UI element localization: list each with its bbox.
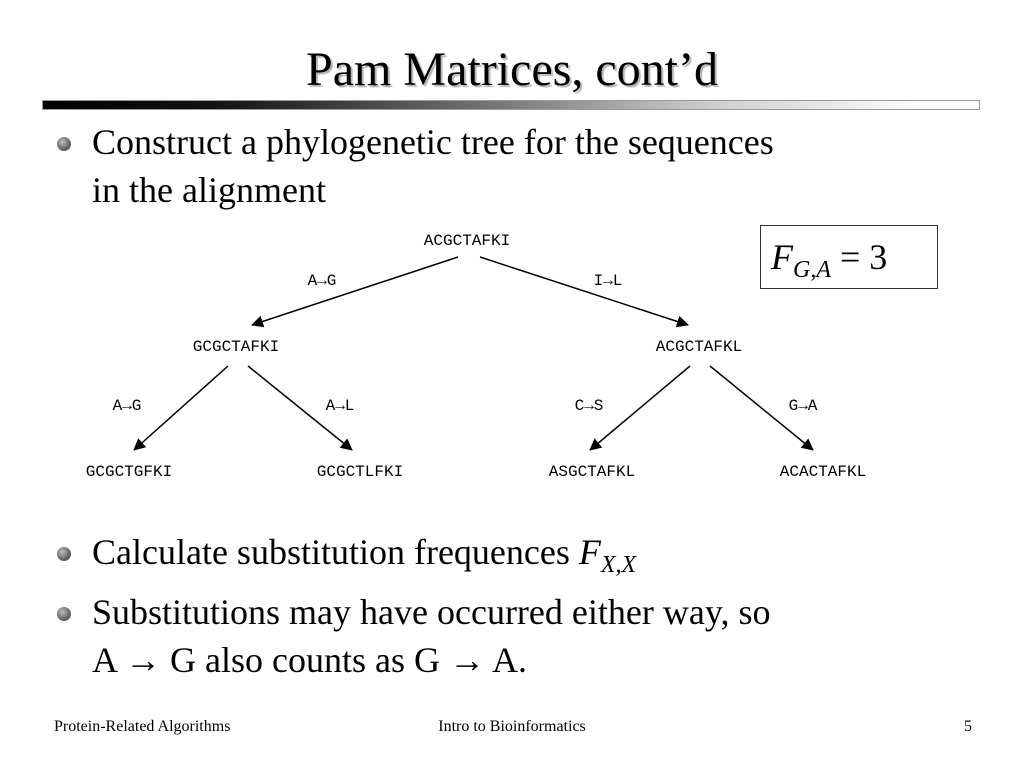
- tree-leaf-1: GCGCTGFKI: [85, 463, 173, 481]
- tree-node-left: GCGCTAFKI: [192, 338, 280, 356]
- bullet-3-line-1: Substitutions may have occurred either w…: [92, 592, 771, 632]
- edge-root-left: [251, 256, 459, 328]
- bullet-dot: [57, 547, 71, 561]
- edge-label-left-leaf2: A→L: [325, 397, 355, 415]
- footer-center: Intro to Bioinformatics: [438, 718, 586, 735]
- edge-label-root-left: A→G: [307, 272, 337, 290]
- slide-number: 5: [964, 718, 972, 735]
- tree-leaf-2: GCGCTLFKI: [316, 463, 404, 481]
- footer-left: Protein-Related Algorithms: [54, 718, 231, 735]
- edge-right-leaf3: [589, 365, 691, 451]
- bullet-2-variable: F: [578, 532, 601, 572]
- slide-title: Pam Matrices, cont’d: [306, 43, 718, 96]
- frequency-variable: F: [771, 237, 793, 277]
- tree-root: ACGCTAFKI: [423, 232, 511, 250]
- tree-leaf-4: ACACTAFKL: [779, 463, 867, 481]
- bullet-dot: [57, 607, 71, 621]
- bullet-2-label: Calculate substitution frequences: [92, 532, 579, 572]
- frequency-value: = 3: [831, 237, 888, 277]
- bullet-1-line-2: in the alignment: [92, 170, 326, 210]
- edge-label-left-leaf1: A→G: [112, 397, 142, 415]
- tree-leaf-3: ASGCTAFKL: [548, 463, 636, 481]
- edge-label-right-leaf3: C→S: [574, 397, 604, 415]
- edge-left-leaf2: [247, 365, 353, 451]
- bullet-2-text: Calculate substitution frequences FX,X: [92, 530, 636, 587]
- frequency-subscript: G,A: [793, 257, 831, 283]
- edge-label-root-right: I→L: [593, 272, 623, 290]
- edge-label-right-leaf4: G→A: [788, 397, 818, 415]
- bullet-2-subscript: X,X: [600, 552, 637, 578]
- tree-node-right: ACGCTAFKL: [655, 338, 743, 356]
- title-divider: [42, 100, 980, 110]
- bullet-dot: [57, 137, 71, 151]
- edge-root-right: [479, 256, 689, 328]
- frequency-box: FG,A = 3: [760, 225, 938, 289]
- edge-right-leaf4: [709, 365, 814, 451]
- bullet-3-line-2: A → G also counts as G → A.: [92, 640, 527, 680]
- bullet-1-line-1: Construct a phylogenetic tree for the se…: [92, 122, 774, 162]
- edge-left-leaf1: [133, 365, 229, 451]
